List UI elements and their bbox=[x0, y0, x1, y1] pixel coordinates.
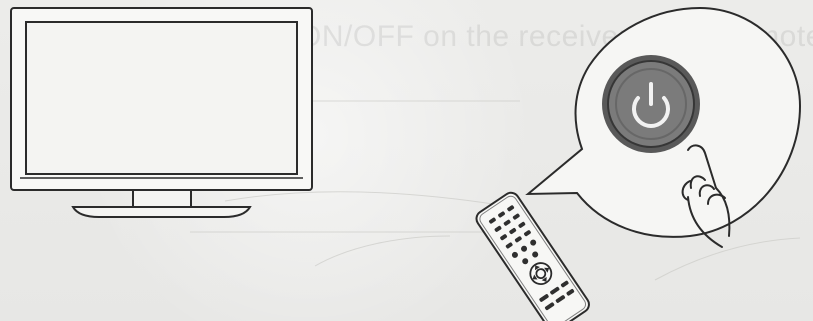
remote-control-icon bbox=[473, 190, 592, 321]
power-button bbox=[602, 55, 700, 153]
tv-icon bbox=[11, 8, 312, 217]
